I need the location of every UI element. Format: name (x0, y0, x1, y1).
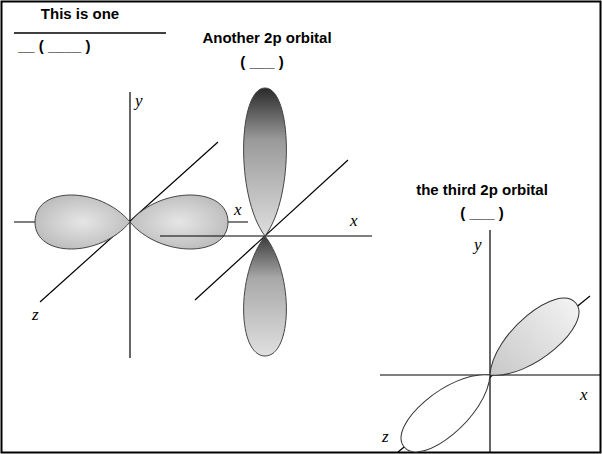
axis-label: z (382, 428, 389, 447)
answer-blank: ( ___ ) (240, 54, 283, 71)
answer-blank: __ ( ____ ) (18, 38, 91, 55)
axis-label: x (234, 201, 242, 220)
caption-text: Another 2p orbital (202, 30, 331, 47)
axis-label: y (474, 236, 482, 255)
axis-label: z (32, 306, 39, 325)
px-orbital (14, 92, 248, 358)
answer-blank: ( ___ ) (460, 205, 503, 222)
axis-label: y (135, 92, 143, 111)
caption-text: the third 2p orbital (416, 182, 548, 199)
blank-line (14, 32, 166, 34)
caption-text: This is one (41, 6, 119, 23)
axis-label: x (580, 386, 588, 405)
py-orbital (160, 88, 372, 356)
axis-label: x (350, 212, 358, 231)
pz-orbital (380, 230, 600, 454)
